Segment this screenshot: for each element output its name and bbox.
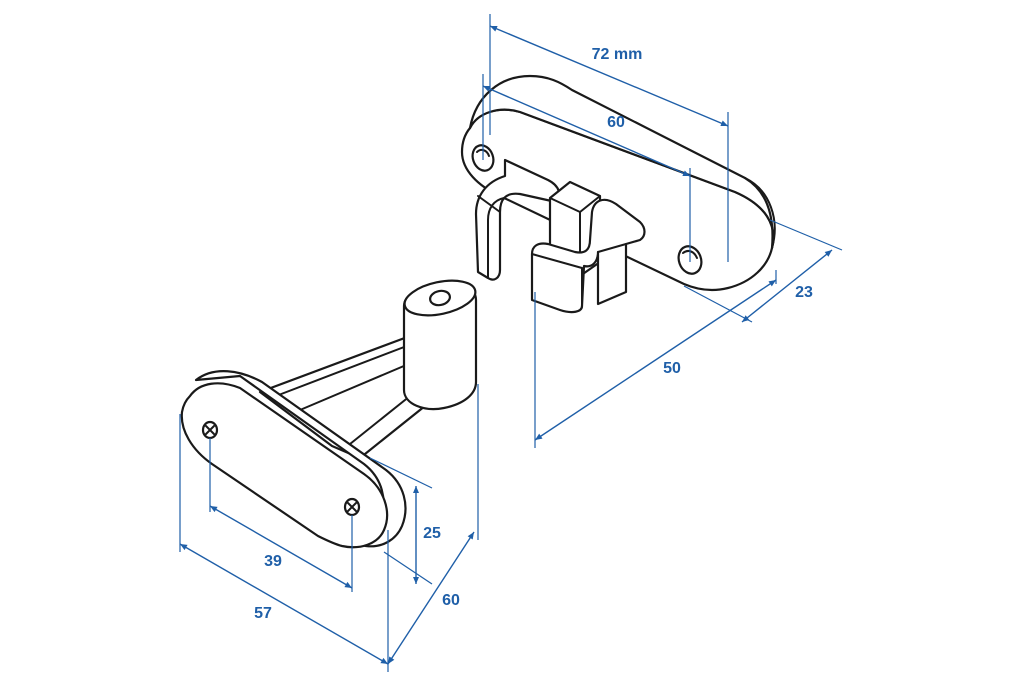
dimension-arrowhead	[483, 86, 491, 92]
stopper-plate-face	[180, 382, 389, 549]
dim-label-depth-top: 23	[795, 284, 813, 301]
dim-label-reach-bottom: 60	[442, 592, 460, 609]
dim-label-height-top: 50	[663, 360, 681, 377]
dim-label-hole-spacing-top: 60	[607, 114, 625, 131]
clip-holder-part	[460, 74, 776, 314]
dimension-arrowhead	[388, 656, 395, 664]
dimension-arrowhead	[535, 433, 543, 440]
dimension-arrowhead	[682, 170, 690, 176]
dimension-arrowhead	[180, 544, 188, 551]
dimension-arrowhead	[413, 486, 419, 493]
dimension-arrowhead	[490, 25, 498, 32]
dimension-arrowhead	[768, 280, 776, 287]
dimension-arrowhead	[467, 532, 474, 540]
dimension-arrowhead	[742, 315, 750, 322]
dimension-arrowhead	[380, 657, 388, 664]
dimension-arrowhead	[824, 250, 832, 257]
clip-base-back-edge	[744, 177, 776, 249]
dim-label-stud-height: 25	[423, 525, 441, 542]
dimension-arrowhead	[344, 581, 352, 588]
dim-label-plate-length: 57	[254, 605, 272, 622]
dimension-arrowhead	[720, 120, 728, 127]
dimension-arrowhead	[413, 577, 419, 584]
dim-label-hole-spacing-bottom: 39	[264, 553, 282, 570]
dimension-arrowhead	[210, 506, 218, 513]
stopper-stud-hole	[429, 289, 451, 307]
dimension-lines	[179, 14, 843, 672]
dim-label-length-overall: 72 mm	[592, 46, 643, 63]
stopper-part	[180, 279, 478, 549]
clip-base-top	[468, 74, 775, 250]
